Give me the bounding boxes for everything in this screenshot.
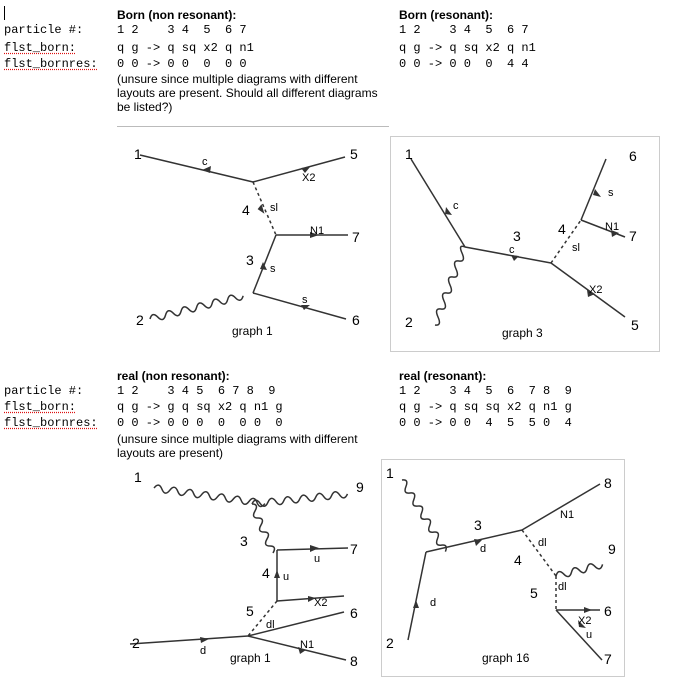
- part-label-n1: N1: [605, 221, 619, 233]
- part-label-x2: X2: [302, 172, 315, 184]
- real-res-flst-born: q g -> q sq sq x2 q n1 g: [399, 400, 572, 414]
- ext-label-1: 1: [134, 469, 142, 485]
- int-label-5: 5: [246, 603, 254, 619]
- flst-bornres-label: flst_bornres:: [4, 56, 98, 72]
- ext-label-9: 9: [608, 541, 616, 557]
- ext-label-8: 8: [604, 475, 612, 491]
- part-label-x2: X2: [578, 615, 591, 627]
- part-label-n1: N1: [300, 639, 314, 651]
- graph-caption: graph 1: [232, 324, 273, 338]
- part-label-sl: sl: [572, 242, 580, 254]
- born-res-flst-born: q g -> q sq x2 q n1: [399, 41, 536, 55]
- part-label-u: u: [586, 629, 592, 641]
- part-label-s: s: [270, 263, 276, 275]
- ext-label-2: 2: [386, 635, 394, 651]
- real-nonres-particles: 1 2 3 4 5 6 7 8 9: [117, 384, 276, 398]
- part-label-s: s: [608, 187, 614, 199]
- part-label-dl: dl: [538, 537, 547, 549]
- real-nonres-title: real (non resonant):: [117, 369, 230, 383]
- real-nonres-flst-born: q g -> g q sq x2 q n1 g: [117, 400, 283, 414]
- born-nonres-note: (unsure since multiple diagrams with dif…: [117, 72, 378, 114]
- part-label-s2: s: [302, 294, 308, 306]
- ext-label-5: 5: [631, 317, 639, 333]
- born-nonres-particles: 1 2 3 4 5 6 7: [117, 23, 247, 37]
- int-label-4: 4: [558, 221, 566, 237]
- flst-born-label-text: flst_born:: [4, 400, 77, 414]
- graph-caption: graph 3: [502, 326, 543, 340]
- part-label-c: c: [202, 156, 208, 168]
- part-label-n1: N1: [560, 509, 574, 521]
- ext-label-1: 1: [134, 146, 142, 162]
- ext-label-2: 2: [405, 314, 413, 330]
- part-label-c2: c: [509, 244, 515, 256]
- ext-label-1: 1: [405, 146, 413, 162]
- feynman-graph-born-nonres: 1 2 5 6 7 3 4 c X2 sl N1 s s graph 1: [134, 146, 360, 338]
- born-res-particles: 1 2 3 4 5 6 7: [399, 23, 529, 37]
- ext-label-2: 2: [132, 635, 140, 651]
- ext-label-2: 2: [136, 312, 144, 328]
- born-res-title: Born (resonant):: [399, 8, 493, 22]
- particle-label-2: particle #:: [4, 384, 84, 398]
- graph-caption: graph 1: [230, 651, 271, 665]
- flst-born-label: flst_born:: [4, 40, 76, 56]
- part-label-x2: X2: [314, 597, 327, 609]
- part-label-sl: sl: [270, 202, 278, 214]
- divider: [117, 126, 389, 127]
- flst-bornres-label-text: flst_bornres:: [4, 57, 98, 71]
- feynman-graph-born-res: 1 2 5 6 7 3 4 c c sl s N1 X2 graph 3: [405, 146, 639, 340]
- born-res-flst-bornres: 0 0 -> 0 0 0 4 4: [399, 57, 529, 71]
- real-nonres-note: (unsure since multiple diagrams with dif…: [117, 432, 358, 460]
- part-label-d: d: [200, 645, 206, 657]
- ext-label-6: 6: [350, 605, 358, 621]
- graph-frame: [381, 459, 625, 677]
- graph-caption: graph 16: [482, 651, 530, 665]
- feynman-graph-real-nonres: 1 2 6 7 8 9 3 4 5 u u X2 dl d N1 graph 1: [129, 469, 364, 669]
- ext-label-8: 8: [350, 653, 358, 669]
- int-label-3: 3: [474, 517, 482, 533]
- flst-bornres-label-2: flst_bornres:: [4, 415, 98, 431]
- graph-frame: [390, 136, 660, 352]
- real-nonres-flst-bornres: 0 0 -> 0 0 0 0 0 0 0: [117, 416, 283, 430]
- born-nonres-title: Born (non resonant):: [117, 8, 237, 22]
- feynman-graph-real-res: 1 2 6 7 8 9 3 4 5 d d N1 dl dl X2 u grap…: [386, 465, 616, 667]
- ext-label-7: 7: [352, 229, 360, 245]
- flst-born-label-2: flst_born:: [4, 399, 76, 415]
- ext-label-1: 1: [386, 465, 394, 481]
- real-res-title: real (resonant):: [399, 369, 487, 383]
- int-label-3: 3: [246, 252, 254, 268]
- part-label-dl2: dl: [558, 581, 567, 593]
- ext-label-9: 9: [356, 479, 364, 495]
- part-label-u: u: [314, 553, 320, 565]
- text-cursor: [4, 6, 5, 20]
- part-label-n1: N1: [310, 225, 324, 237]
- flst-born-label-text: flst_born:: [4, 41, 77, 55]
- born-nonres-flst-bornres: 0 0 -> 0 0 0 0 0: [117, 57, 247, 71]
- int-label-4: 4: [242, 202, 250, 218]
- ext-label-5: 5: [350, 146, 358, 162]
- real-res-particles: 1 2 3 4 5 6 7 8 9: [399, 384, 572, 398]
- part-label-dl: dl: [266, 619, 275, 631]
- ext-label-7: 7: [604, 651, 612, 667]
- ext-label-6: 6: [352, 312, 360, 328]
- int-label-4: 4: [514, 552, 522, 568]
- part-label-c: c: [453, 200, 459, 212]
- ext-label-7: 7: [350, 541, 358, 557]
- born-nonres-flst-born: q g -> q sq x2 q n1: [117, 41, 254, 55]
- real-res-flst-bornres: 0 0 -> 0 0 4 5 5 0 4: [399, 416, 572, 430]
- ext-label-6: 6: [604, 603, 612, 619]
- int-label-3: 3: [240, 533, 248, 549]
- part-label-u2: u: [283, 571, 289, 583]
- int-label-5: 5: [530, 585, 538, 601]
- int-label-3: 3: [513, 228, 521, 244]
- int-label-4: 4: [262, 565, 270, 581]
- ext-label-6: 6: [629, 148, 637, 164]
- part-label-d: d: [430, 597, 436, 609]
- ext-label-7: 7: [629, 228, 637, 244]
- flst-bornres-label-text: flst_bornres:: [4, 416, 98, 430]
- part-label-x2: X2: [589, 284, 602, 296]
- part-label-d2: d: [480, 543, 486, 555]
- particle-label: particle #:: [4, 23, 84, 37]
